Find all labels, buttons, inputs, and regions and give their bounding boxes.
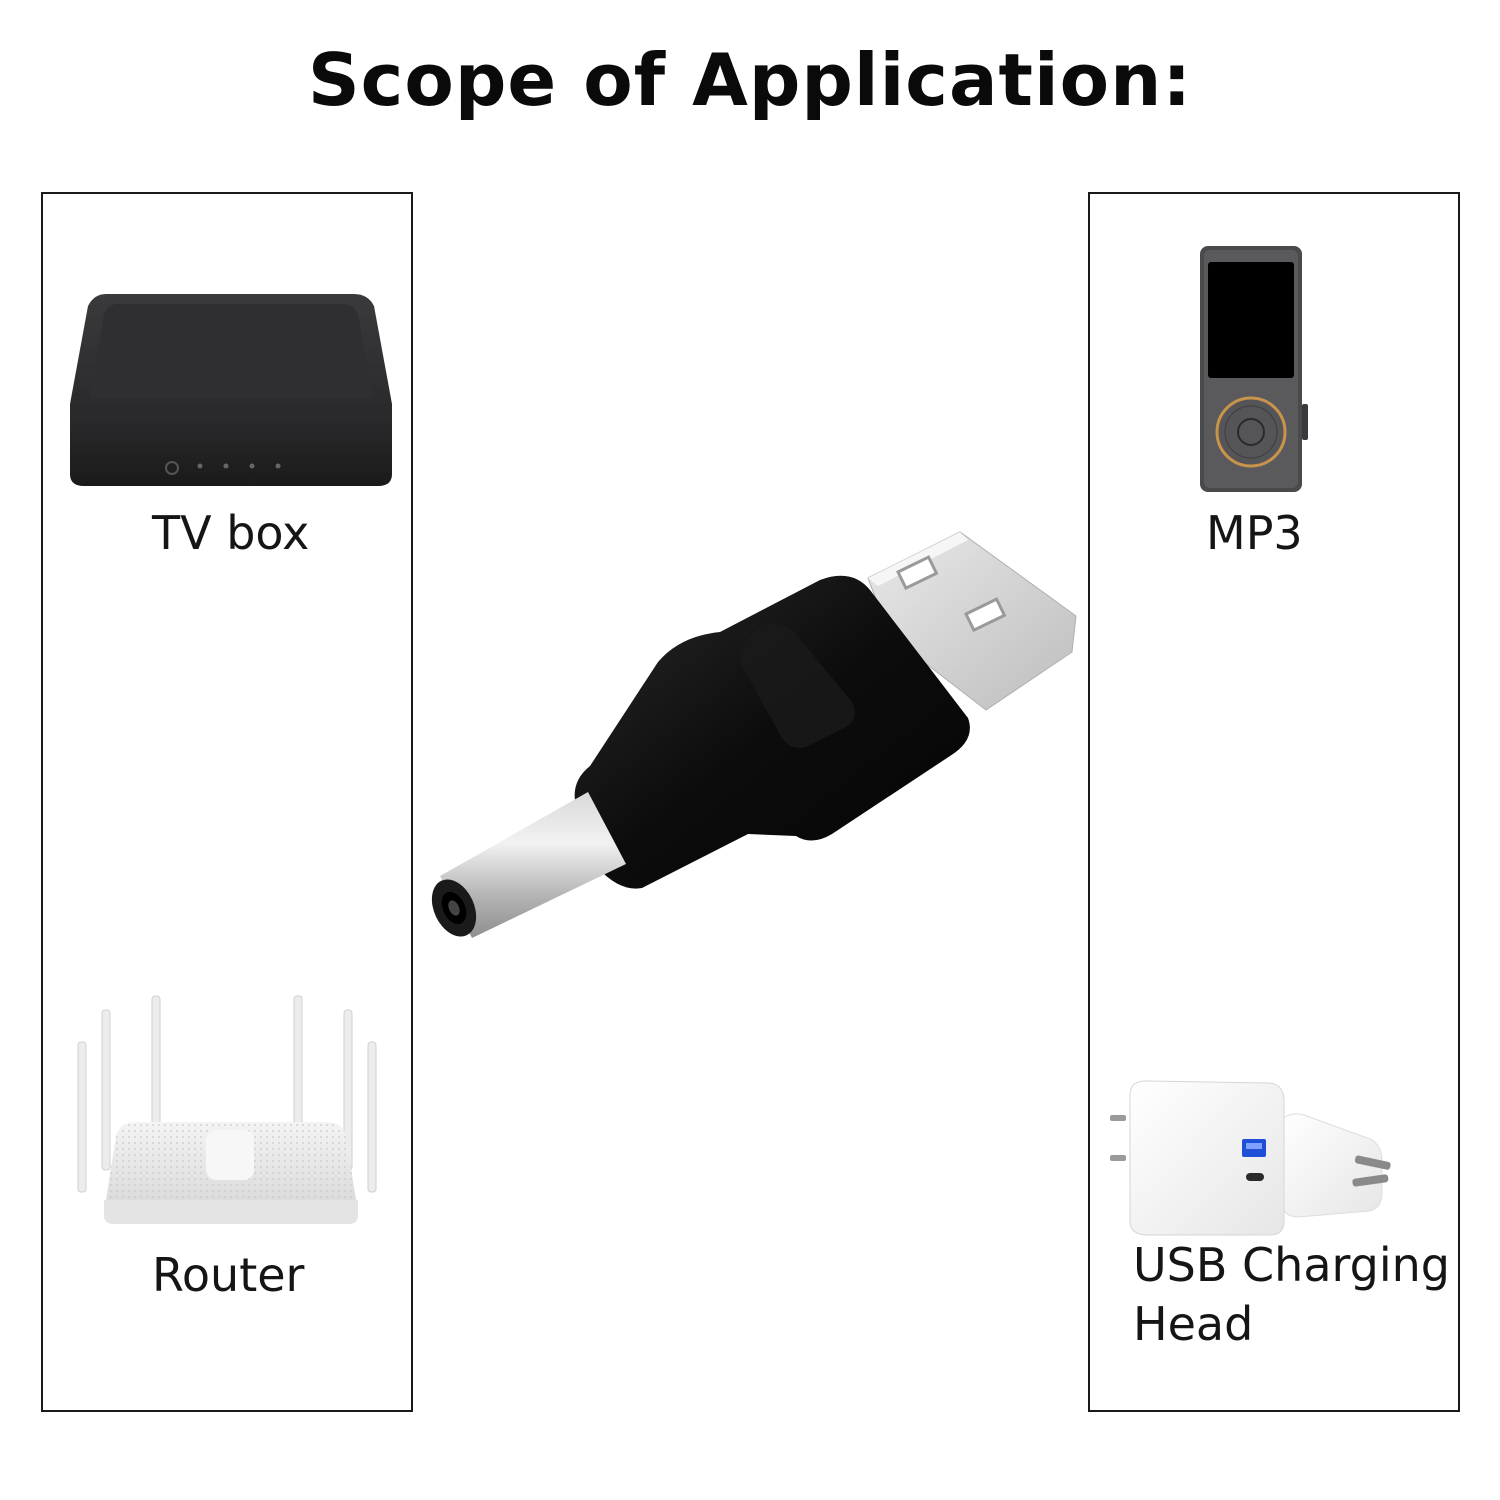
usb-to-dc-adapter-icon	[431, 531, 1077, 938]
tv-box-label: TV box	[152, 506, 310, 560]
usb-charger-icon	[1110, 1080, 1391, 1236]
router-icon	[77, 995, 377, 1224]
mp3-player-icon	[1200, 246, 1308, 492]
page-title: Scope of Application:	[307, 38, 1193, 122]
router-label: Router	[152, 1248, 305, 1302]
mp3-label: MP3	[1206, 506, 1303, 560]
right-panel	[1088, 192, 1460, 1412]
usb-charging-head-label: USB Charging Head	[1133, 1238, 1450, 1351]
left-panel	[41, 192, 413, 1412]
tv-box-icon	[70, 294, 392, 486]
